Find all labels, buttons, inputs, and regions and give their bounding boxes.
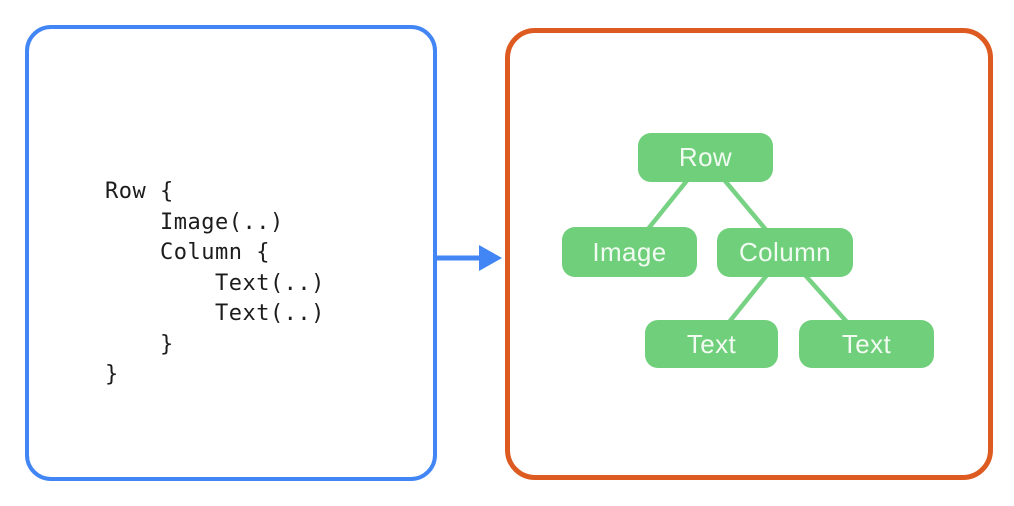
code-block: Row { Image(..) Column { Text(..) Text(.… bbox=[105, 179, 325, 387]
tree-node-image: Image bbox=[562, 227, 697, 277]
tree-node-text1: Text bbox=[645, 320, 778, 368]
flow-arrow-icon bbox=[435, 245, 502, 271]
tree-node-row: Row bbox=[638, 133, 773, 182]
tree-node-text2: Text bbox=[799, 320, 934, 368]
code-panel: Row { Image(..) Column { Text(..) Text(.… bbox=[25, 25, 437, 481]
tree-node-column: Column bbox=[717, 228, 853, 277]
